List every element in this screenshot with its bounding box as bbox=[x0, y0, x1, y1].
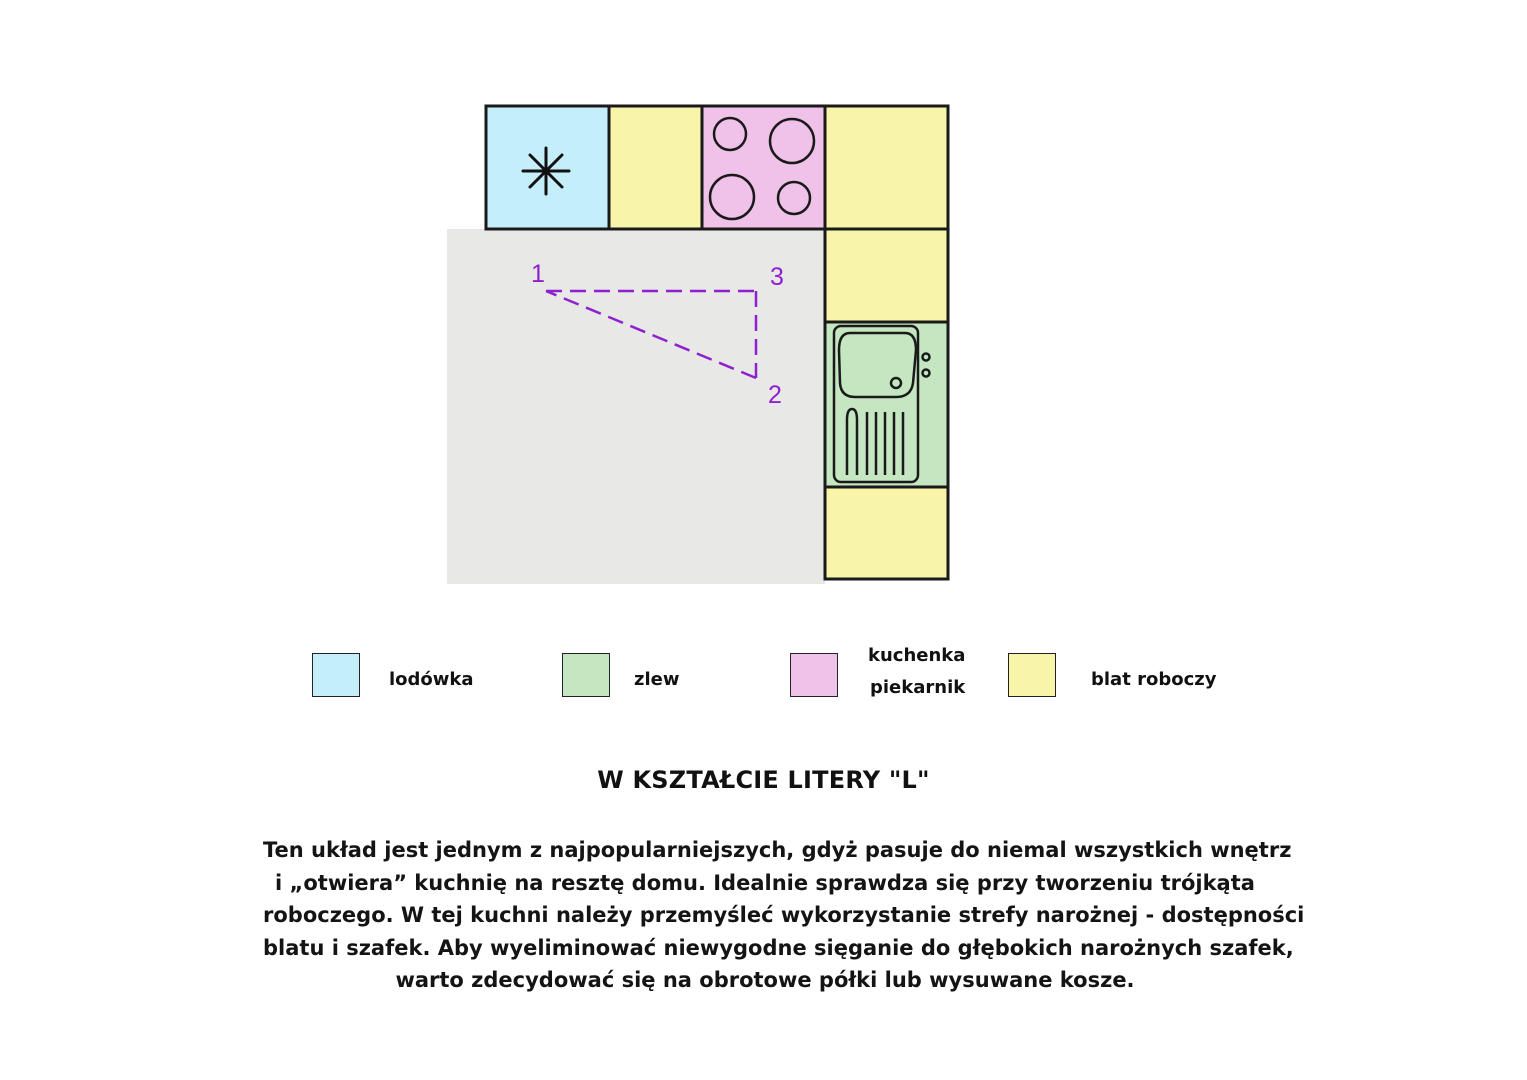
layout-title: W KSZTAŁCIE LITERY "L" bbox=[597, 766, 930, 794]
countertop-unit bbox=[823, 227, 950, 324]
triangle-label-1: 1 bbox=[531, 260, 545, 288]
legend-swatch-fridge bbox=[312, 653, 360, 697]
description-line: i „otwiera” kuchnię na resztę domu. Idea… bbox=[275, 870, 1255, 895]
description-line: blatu i szafek. Aby wyeliminować niewygo… bbox=[263, 935, 1294, 960]
snowflake-icon bbox=[521, 146, 571, 196]
layout-description: Ten układ jest jednym z najpopularniejsz… bbox=[263, 834, 1305, 997]
countertop-unit bbox=[607, 104, 704, 231]
countertop-unit bbox=[823, 104, 950, 231]
legend-swatch-sink bbox=[562, 653, 610, 697]
legend-label-countertop: blat roboczy bbox=[1091, 669, 1217, 690]
legend-label-sink: zlew bbox=[634, 669, 680, 690]
floor-area bbox=[447, 229, 825, 584]
countertop-unit bbox=[823, 485, 950, 581]
legend-label-stove-top: kuchenka bbox=[868, 645, 966, 666]
sink-unit bbox=[823, 320, 950, 489]
description-line: Ten układ jest jednym z najpopularniejsz… bbox=[263, 838, 1292, 862]
legend-swatch-countertop bbox=[1008, 653, 1056, 697]
description-line: roboczego. W tej kuchni należy przemyśle… bbox=[263, 903, 1305, 927]
triangle-label-2: 2 bbox=[768, 381, 782, 409]
triangle-label-3: 3 bbox=[770, 263, 784, 291]
legend-swatch-stove bbox=[790, 653, 838, 697]
description-line: warto zdecydować się na obrotowe półki l… bbox=[395, 968, 1135, 992]
sink-basin-icon bbox=[832, 324, 931, 484]
kitchen-floor-plan: 1 2 3 bbox=[447, 104, 950, 584]
burner-icon bbox=[708, 116, 816, 221]
work-triangle bbox=[545, 289, 758, 380]
legend-label-stove-bottom: piekarnik bbox=[870, 677, 966, 698]
legend-label-fridge: lodówka bbox=[389, 669, 474, 690]
